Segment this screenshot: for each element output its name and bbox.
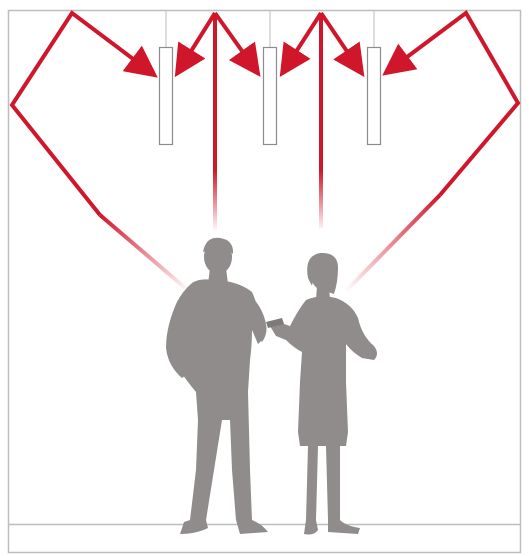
pendant-fixture-center [264, 10, 277, 145]
pendant-fixture-left [160, 10, 173, 145]
ray-center-right-to-right-fixture [321, 13, 361, 72]
woman-body [270, 296, 377, 534]
people-silhouettes [166, 238, 377, 535]
ray-right-wall-fade [345, 195, 440, 292]
ray-center-left-to-left-fixture [178, 13, 215, 72]
woman-silhouette [266, 253, 377, 535]
ray-right-wall [387, 13, 518, 195]
ray-center-left-to-center-fixture [215, 13, 257, 72]
ray-left-wall-fade [100, 215, 190, 292]
fixture-body [368, 48, 381, 145]
ray-center-right-to-center-fixture [283, 13, 321, 72]
pendant-fixtures [160, 10, 381, 145]
fixture-body [264, 48, 277, 145]
pendant-fixture-right [368, 10, 381, 145]
fixture-body [160, 48, 173, 145]
ray-left-wall [12, 13, 153, 215]
